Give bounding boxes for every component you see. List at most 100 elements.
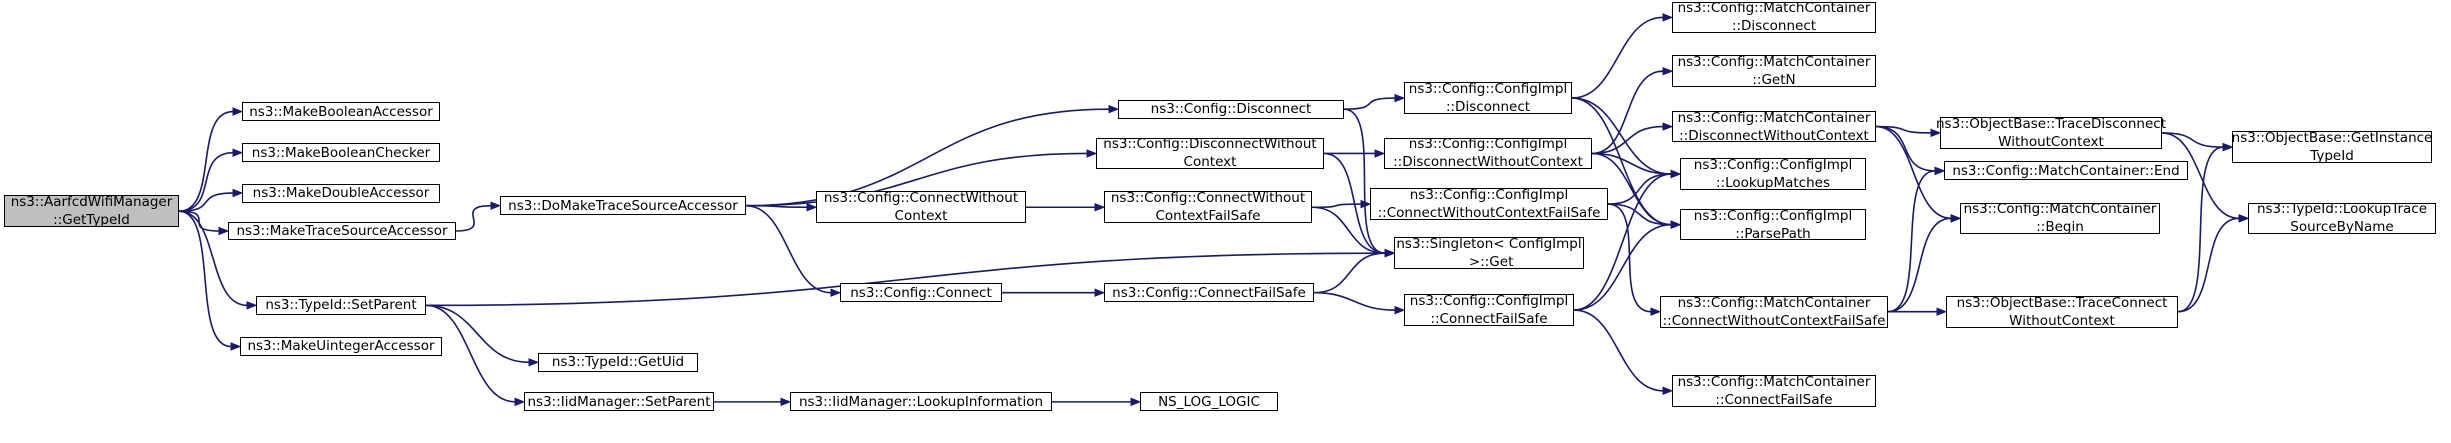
graph-node-label: ns3::IidManager::SetParent — [527, 393, 711, 410]
graph-node-getuid[interactable]: ns3::TypeId::GetUid — [538, 352, 698, 372]
graph-node-implConnFs[interactable]: ns3::Config::ConfigImpl::ConnectFailSafe — [1404, 293, 1574, 328]
graph-node-nslog[interactable]: NS_LOG_LOGIC — [1140, 392, 1278, 412]
graph-node-mkbool[interactable]: ns3::MakeBooleanAccessor — [242, 102, 440, 122]
graph-node-label: ns3::Config::ConfigImpl — [1409, 293, 1569, 310]
graph-node-iidset[interactable]: ns3::IidManager::SetParent — [524, 392, 714, 412]
graph-node-parsePath[interactable]: ns3::Config::ConfigImpl::ParsePath — [1680, 207, 1866, 242]
graph-edge — [1573, 173, 1672, 311]
graph-edge — [178, 210, 220, 232]
graph-node-label: ::ConnectWithoutContextFailSafe — [1662, 312, 1886, 329]
graph-edge-arrowhead — [1662, 122, 1674, 131]
graph-edge — [1343, 108, 1386, 254]
graph-edge — [1607, 203, 1652, 313]
graph-node-mcConnWoFs[interactable]: ns3::Config::MatchContainer::ConnectWith… — [1660, 294, 1888, 329]
graph-edge — [1875, 125, 1936, 172]
graph-edge — [2161, 132, 2240, 220]
graph-node-label: ns3::Config::ConnectWithout — [1110, 190, 1306, 207]
graph-edge-arrowhead — [1662, 13, 1674, 22]
graph-node-mcDiscWo[interactable]: ns3::Config::MatchContainer::DisconnectW… — [1672, 109, 1876, 144]
graph-edge-arrowhead — [1094, 288, 1106, 297]
graph-node-domake[interactable]: ns3::DoMakeTraceSourceAccessor — [500, 196, 746, 216]
graph-node-label: ns3::Config::ConnectFailSafe — [1112, 284, 1306, 301]
graph-node-mcBegin[interactable]: ns3::Config::MatchContainer::Begin — [1960, 201, 2160, 235]
graph-edge — [745, 204, 832, 294]
graph-edge-arrowhead — [528, 358, 540, 367]
graph-node-label: ns3::TypeId::LookupTrace — [2256, 201, 2428, 218]
graph-node-label: ::ConnectFailSafe — [1430, 311, 1548, 328]
graph-edge — [1591, 152, 1672, 175]
graph-node-label: WithoutContext — [1998, 133, 2104, 150]
graph-edge-arrowhead — [1950, 214, 1962, 223]
graph-node-singleton[interactable]: ns3::Singleton< ConfigImpl >::Get — [1394, 236, 1584, 271]
graph-node-cfgconnfs[interactable]: ns3::Config::ConnectFailSafe — [1104, 283, 1314, 303]
graph-node-label: ns3::Config::MatchContainer — [1677, 54, 1871, 71]
graph-edge-arrowhead — [218, 226, 230, 236]
graph-node-label: ns3::AarfcdWifiManager — [10, 194, 173, 211]
graph-node-implDiscWo[interactable]: ns3::Config::ConfigImpl::DisconnectWitho… — [1384, 136, 1592, 170]
graph-edge-arrowhead — [1108, 104, 1120, 114]
graph-node-mcDisc[interactable]: ns3::Config::MatchContainer::Disconnect — [1672, 0, 1876, 34]
graph-edge-arrowhead — [1094, 203, 1106, 212]
graph-node-mkdbl[interactable]: ns3::MakeDoubleAccessor — [242, 183, 440, 203]
graph-edge-arrowhead — [830, 288, 842, 297]
graph-node-label: ns3::ObjectBase::TraceDisconnect — [1935, 115, 2167, 132]
graph-node-cfgconn[interactable]: ns3::Config::Connect — [840, 283, 1002, 303]
graph-edge-arrowhead — [1130, 397, 1142, 407]
graph-edge-arrowhead — [514, 397, 526, 407]
graph-node-label: ns3::MakeTraceSourceAccessor — [236, 223, 448, 239]
graph-node-label: ns3::Config::DisconnectWithout — [1103, 136, 1317, 153]
graph-node-label: ::GetN — [1752, 72, 1796, 89]
graph-node-label: ns3::Config::MatchContainer::End — [1952, 162, 2180, 179]
graph-edge-arrowhead — [1670, 220, 1682, 229]
graph-edge-arrowhead — [1384, 248, 1396, 258]
graph-node-label: ::ParsePath — [1735, 225, 1811, 242]
graph-node-label: ::ConnectFailSafe — [1715, 391, 1833, 408]
graph-node-label: ::Disconnect — [1445, 99, 1531, 116]
graph-node-mkuint[interactable]: ns3::MakeUintegerAccessor — [240, 336, 442, 356]
graph-edge — [1607, 173, 1672, 205]
graph-node-label: ns3::Config::ConfigImpl — [1408, 81, 1568, 98]
graph-node-mktrace[interactable]: ns3::MakeTraceSourceAccessor — [228, 221, 456, 241]
graph-edge-arrowhead — [1936, 307, 1948, 316]
graph-edge-arrowhead — [1394, 305, 1406, 315]
graph-node-label: ns3::Config::MatchContainer — [1677, 294, 1871, 311]
graph-edge — [1887, 170, 1936, 313]
graph-edge — [1591, 70, 1664, 155]
graph-node-setparent[interactable]: ns3::TypeId::SetParent — [256, 295, 426, 315]
graph-edge — [2161, 132, 2224, 148]
graph-edge — [1887, 217, 1952, 313]
graph-node-label: ns3::Config::MatchContainer — [1677, 109, 1871, 126]
graph-edge — [178, 110, 234, 213]
graph-edge — [178, 210, 248, 307]
graph-edge — [1311, 206, 1386, 254]
graph-node-implConnWoFs[interactable]: ns3::Config::ConfigImpl::ConnectWithoutC… — [1370, 187, 1608, 221]
graph-node-mkboolc[interactable]: ns3::MakeBooleanChecker — [242, 143, 440, 163]
graph-node-mcGetN[interactable]: ns3::Config::MatchContainer::GetN — [1672, 54, 1876, 89]
graph-node-lookupMatches[interactable]: ns3::Config::ConfigImpl::LookupMatches — [1680, 157, 1866, 191]
graph-node-label: ns3::Config::ConfigImpl — [1693, 207, 1853, 224]
graph-edge — [1573, 223, 1672, 311]
graph-node-mcConnFs[interactable]: ns3::Config::MatchContainer::ConnectFail… — [1672, 374, 1876, 408]
graph-node-cfgdisc[interactable]: ns3::Config::Disconnect — [1118, 99, 1344, 119]
graph-edge — [1875, 125, 1952, 220]
graph-node-label: ns3::Config::MatchContainer — [1677, 0, 1871, 17]
graph-edge-arrowhead — [232, 107, 244, 116]
graph-node-label: >::Get — [1464, 254, 1514, 271]
graph-edge — [1343, 97, 1396, 110]
graph-edge — [2177, 217, 2240, 313]
graph-edge-arrowhead — [780, 397, 792, 407]
graph-edge — [745, 108, 1110, 207]
graph-edge — [178, 210, 232, 348]
graph-node-iidlookup[interactable]: ns3::IidManager::LookupInformation — [790, 392, 1052, 412]
graph-node-implDisc[interactable]: ns3::Config::ConfigImpl::Disconnect — [1404, 81, 1572, 116]
graph-node-label: ns3::Config::Disconnect — [1150, 101, 1312, 118]
graph-node-mcEnd[interactable]: ns3::Config::MatchContainer::End — [1944, 161, 2188, 181]
graph-edge-arrowhead — [2222, 142, 2234, 152]
